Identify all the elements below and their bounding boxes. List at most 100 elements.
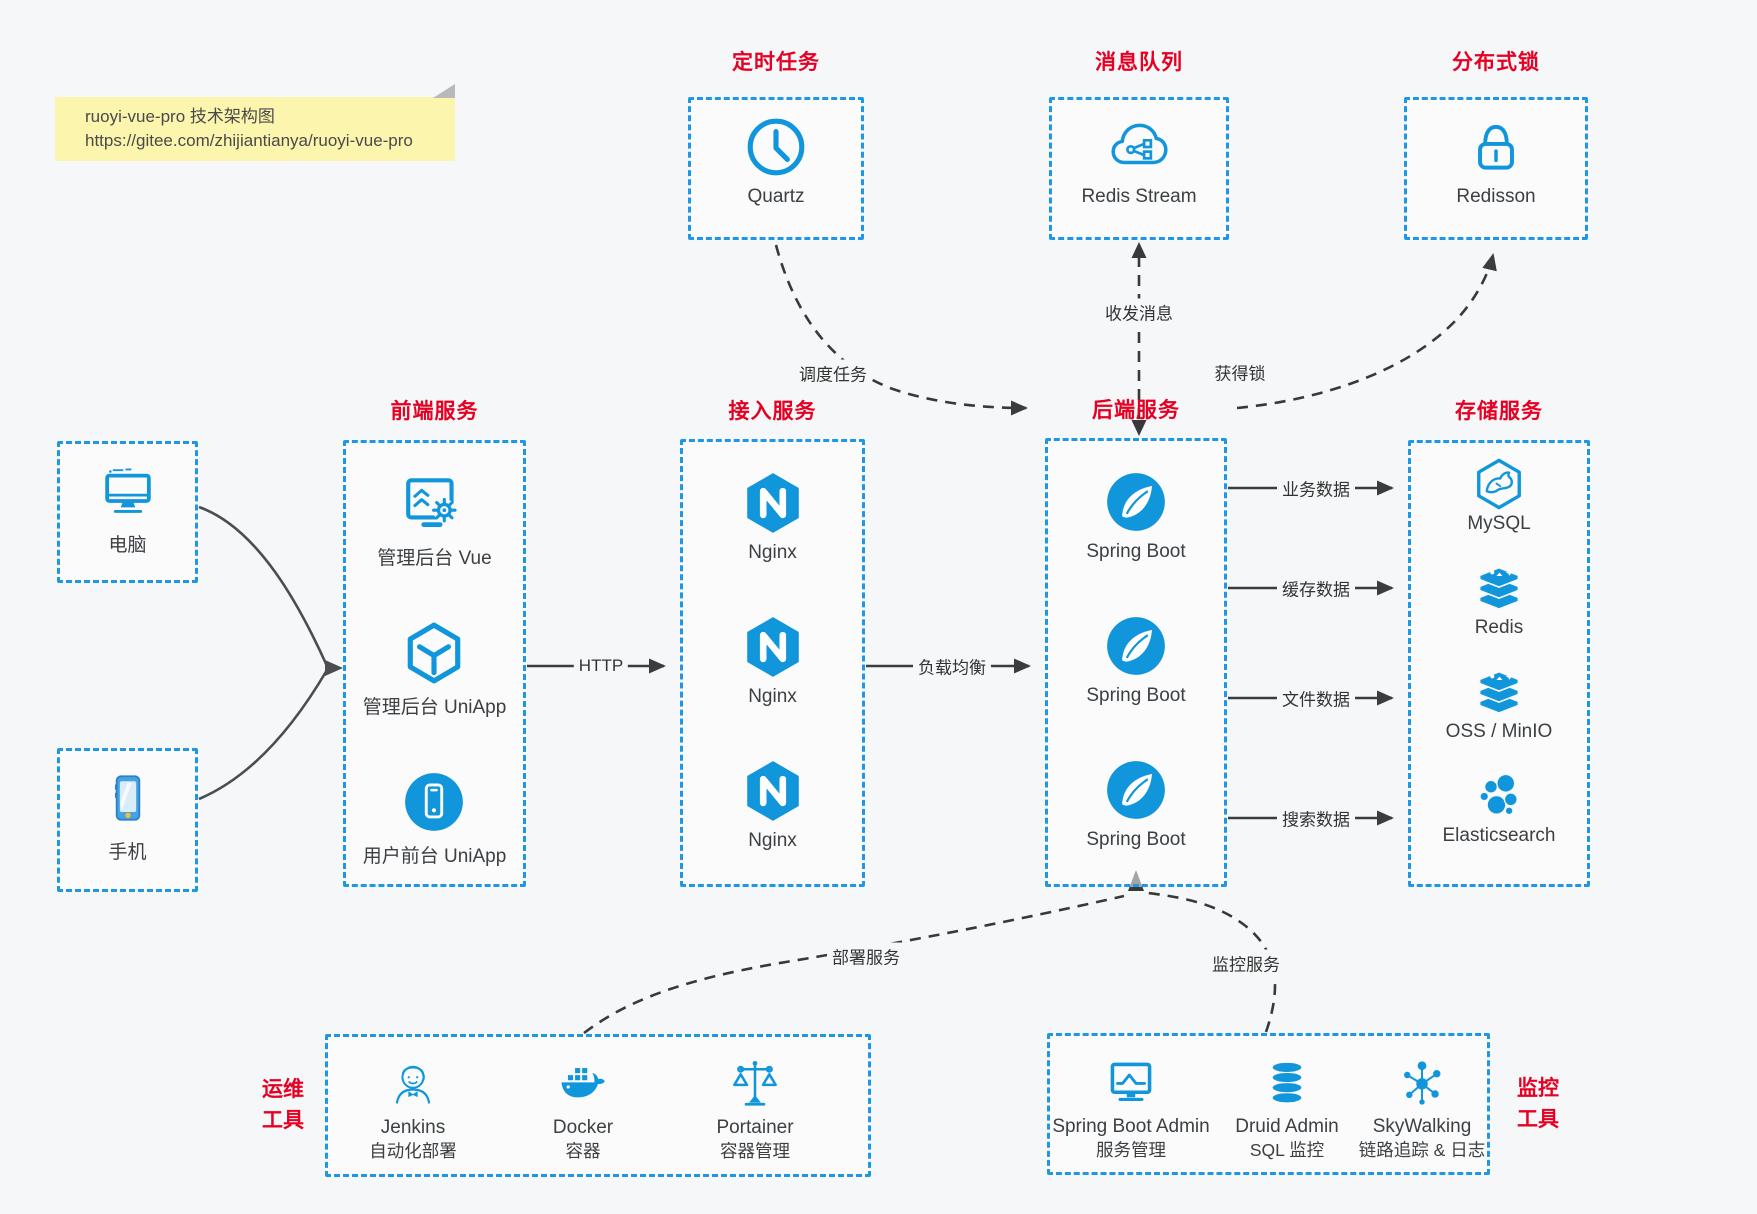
ops-tools-side-label: 运维 工具	[262, 1078, 304, 1132]
list-item: Portainer 容器管理	[670, 1037, 840, 1163]
item-label: OSS / MinIO	[1445, 721, 1553, 742]
messages-arrowhead-down	[1131, 420, 1147, 436]
edge-label-deploy: 部署服务	[827, 942, 905, 970]
tool-name: Druid Admin	[1235, 1116, 1339, 1137]
spring-boot-icon	[1103, 757, 1169, 823]
item-label: Nginx	[748, 542, 797, 563]
list-item: 用户前台 UniApp	[362, 769, 507, 868]
portainer-icon	[728, 1057, 782, 1111]
list-item: 电脑	[99, 462, 157, 557]
frontend-services-box: 管理后台 Vue 管理后台 UniApp 用户前台 UniApp	[343, 440, 526, 887]
item-label: 用户前台 UniApp	[362, 846, 507, 867]
edge-label-cache-data: 缓存数据	[1277, 574, 1355, 602]
nginx-icon	[740, 470, 806, 536]
redis-stream-cloud-icon	[1106, 114, 1172, 180]
redis-icon	[1472, 561, 1526, 615]
list-item: Redisson	[1456, 114, 1536, 208]
tool-desc: 自动化部署	[369, 1141, 457, 1161]
list-item: Redis Stream	[1081, 114, 1197, 208]
redisson-box: Redisson	[1404, 97, 1588, 240]
list-item: SkyWalking 链路追踪 & 日志	[1337, 1036, 1507, 1162]
item-label: 管理后台 UniApp	[362, 697, 507, 718]
nginx-icon	[740, 758, 806, 824]
list-item: Jenkins 自动化部署	[328, 1037, 498, 1163]
nginx-icon	[740, 614, 806, 680]
list-item: Elasticsearch	[1443, 769, 1556, 847]
backend-services-box: Spring Boot Spring Boot Spring Boot	[1045, 438, 1227, 887]
list-item: Nginx	[740, 614, 806, 708]
edge-label-dispatch: 调度任务	[794, 359, 872, 387]
edge-label-load-balance: 负载均衡	[913, 652, 991, 680]
tool-desc: 容器管理	[720, 1141, 790, 1161]
item-label: Redis Stream	[1081, 186, 1197, 207]
item-label: 管理后台 Vue	[377, 548, 492, 569]
edge-deploy-line	[583, 894, 1125, 1035]
list-item: Druid Admin SQL 监控	[1202, 1036, 1372, 1162]
tool-name: Spring Boot Admin	[1052, 1116, 1210, 1137]
list-item: Quartz	[743, 114, 809, 208]
edge-label-monitor: 监控服务	[1207, 949, 1285, 977]
item-label: 手机	[108, 842, 147, 863]
list-item: 管理后台 UniApp	[362, 620, 507, 719]
list-item: MySQL	[1467, 457, 1531, 535]
edge-label-business-data: 业务数据	[1277, 474, 1355, 502]
list-item: Redis	[1472, 561, 1526, 639]
list-item: Nginx	[740, 758, 806, 852]
redis-stream-box: Redis Stream	[1049, 97, 1229, 240]
user-app-icon	[401, 769, 467, 835]
spring-boot-icon	[1103, 469, 1169, 535]
item-label: Redis	[1474, 617, 1524, 638]
edge-label-messages: 收发消息	[1100, 298, 1178, 326]
edge-mobile-to-frontend	[198, 669, 329, 801]
item-label: Elasticsearch	[1442, 825, 1556, 846]
ops-tools-box: Jenkins 自动化部署 Docker 容器 Portainer 容器管理	[325, 1034, 871, 1177]
tool-name: SkyWalking	[1372, 1116, 1472, 1137]
tool-desc: 服务管理	[1096, 1140, 1166, 1160]
mobile-icon	[99, 769, 157, 827]
list-item: Nginx	[740, 470, 806, 564]
column-title-storage: 存储服务	[1455, 400, 1543, 423]
uniapp-cube-icon	[401, 620, 467, 686]
skywalking-icon	[1395, 1056, 1449, 1110]
item-label: Spring Boot	[1086, 541, 1186, 562]
elasticsearch-icon	[1472, 769, 1526, 823]
storage-services-box: MySQL Redis OSS / MinIO Elasticsearch	[1408, 440, 1590, 887]
list-item: Docker 容器	[498, 1037, 668, 1163]
section-title-distributed-lock: 分布式锁	[1452, 51, 1540, 74]
monitor-tools-side-label: 监控 工具	[1517, 1077, 1559, 1131]
druid-icon	[1260, 1056, 1314, 1110]
lock-icon	[1463, 114, 1529, 180]
note-title: ruoyi-vue-pro 技术架构图	[85, 107, 275, 126]
item-label: Nginx	[748, 830, 797, 851]
edge-desktop-to-frontend	[198, 505, 329, 667]
edge-label-lock: 获得锁	[1209, 358, 1271, 386]
edge-monitor-line	[1147, 891, 1277, 1033]
oss-minio-icon	[1472, 665, 1526, 719]
item-label: 电脑	[108, 535, 147, 556]
monitor-tools-box: Spring Boot Admin 服务管理 Druid Admin SQL 监…	[1047, 1033, 1490, 1175]
edge-label-search-data: 搜索数据	[1277, 804, 1355, 832]
column-title-frontend: 前端服务	[390, 400, 479, 423]
tool-name: Portainer	[716, 1117, 794, 1138]
item-label: Nginx	[748, 686, 797, 707]
docker-icon	[556, 1057, 610, 1111]
edge-lock-line	[1236, 253, 1497, 410]
gateway-services-box: Nginx Nginx Nginx	[680, 439, 865, 887]
mysql-icon	[1472, 457, 1526, 511]
edge-label-file-data: 文件数据	[1277, 684, 1355, 712]
item-label: Redisson	[1456, 186, 1536, 207]
client-arrowhead	[325, 660, 343, 676]
section-title-message-queue: 消息队列	[1095, 51, 1183, 74]
desktop-client-box: 电脑	[57, 441, 198, 583]
note-url: https://gitee.com/zhijiantianya/ruoyi-vu…	[85, 131, 413, 150]
tool-desc: 容器	[565, 1141, 601, 1161]
section-title-scheduled-jobs: 定时任务	[732, 51, 820, 74]
edge-label-http: HTTP	[573, 655, 629, 677]
spring-boot-icon	[1103, 613, 1169, 679]
item-label: Spring Boot	[1086, 685, 1186, 706]
list-item: 管理后台 Vue	[377, 471, 492, 570]
list-item: Spring Boot	[1086, 469, 1186, 563]
list-item: 手机	[99, 769, 157, 864]
quartz-box: Quartz	[688, 97, 864, 240]
item-label: MySQL	[1467, 513, 1531, 534]
